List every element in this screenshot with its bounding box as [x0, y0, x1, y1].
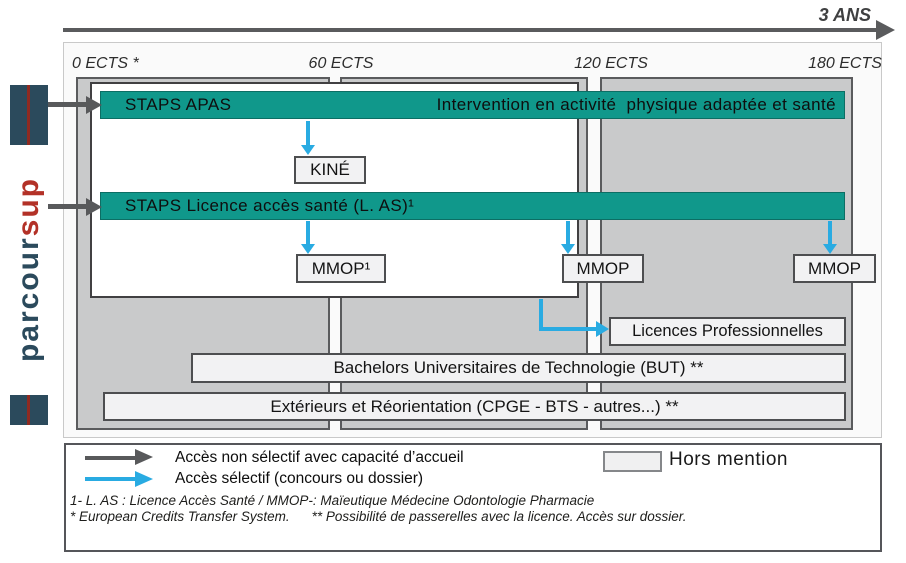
legend-blue-arrow-shaft	[85, 477, 137, 481]
kine-box: KINÉ	[294, 156, 366, 184]
footnote-2b: ** Possibilité de passerelles avec la li…	[311, 509, 687, 524]
arrow-to-kine-shaft	[306, 121, 310, 145]
arrow-to-licpro-vertical	[539, 299, 543, 331]
parcoursup-logo-text-area: parcoursup	[10, 145, 48, 395]
ects-label-180: 180 ECTS	[808, 55, 882, 72]
parcoursup-logo-red-line	[27, 395, 30, 425]
ects-label-0: 0 ECTS *	[72, 55, 139, 72]
footnote-2: * European Credits Transfer System. ** Po…	[70, 509, 687, 524]
parcoursup-logo-red-line	[27, 85, 30, 145]
arrow-to-licpro-head-icon	[596, 321, 609, 337]
ects-label-60: 60 ECTS	[308, 55, 374, 72]
entry-arrow-apas-head-icon	[86, 96, 102, 114]
ects-label-120: 120 ECTS	[574, 55, 648, 72]
staps-apas-bar: STAPS APAS Intervention en activité phys…	[100, 91, 845, 119]
parcoursup-wordmark: parcoursup	[12, 177, 45, 363]
arrow-to-mmop1-head-icon	[301, 244, 315, 254]
duration-label: 3 ANS	[818, 5, 871, 25]
arrow-to-mmop3-head-icon	[823, 244, 837, 254]
entry-arrow-apas-shaft	[44, 102, 88, 107]
parcoursup-logo: parcoursup	[10, 85, 48, 425]
exterieurs-box: Extérieurs et Réorientation (CPGE - BTS …	[103, 392, 846, 421]
footnote-2a: * European Credits Transfer System.	[70, 509, 290, 524]
hors-mention-swatch	[603, 451, 662, 472]
legend-gray-arrow-shaft	[85, 456, 137, 460]
staps-las-title: STAPS Licence accès santé (L. AS)¹	[125, 196, 415, 215]
staps-apas-description: Intervention en activité physique adapté…	[436, 95, 836, 114]
parcoursup-logo-bottom-block	[10, 395, 48, 425]
footnote-1: 1- L. AS : Licence Accès Santé / MMOP-: …	[70, 493, 595, 508]
entry-arrow-las-head-icon	[86, 198, 102, 216]
entry-arrow-las-shaft	[44, 204, 88, 209]
staps-apas-title: STAPS APAS	[125, 95, 232, 114]
hors-mention-label: Hors mention	[669, 449, 788, 470]
arrow-to-mmop3-shaft	[828, 221, 832, 244]
staps-las-bar: STAPS Licence accès santé (L. AS)¹	[100, 192, 845, 220]
legend-selectif-label: Accès sélectif (concours ou dossier)	[175, 470, 424, 487]
arrow-to-mmop1-shaft	[306, 221, 310, 244]
mmop3-box: MMOP	[793, 254, 876, 283]
parcoursup-wordmark-main: parcour	[12, 236, 45, 363]
parcoursup-wordmark-accent: sup	[12, 177, 45, 237]
arrow-to-mmop2-head-icon	[561, 244, 575, 254]
arrow-to-kine-head-icon	[301, 145, 315, 155]
timeline-arrow-head-icon	[876, 20, 895, 40]
but-box: Bachelors Universitaires de Technologie …	[191, 353, 846, 383]
arrow-to-licpro-horizontal	[539, 327, 596, 331]
mmop1-box: MMOP¹	[296, 254, 386, 283]
mmop2-box: MMOP	[562, 254, 644, 283]
legend-non-selectif-label: Accès non sélectif avec capacité d’accue…	[175, 449, 464, 466]
timeline-arrow-shaft	[63, 28, 877, 32]
legend-blue-arrow-head-icon	[135, 471, 153, 487]
legend-box	[64, 443, 882, 552]
parcoursup-logo-top-block	[10, 85, 48, 145]
arrow-to-mmop2-shaft	[566, 221, 570, 244]
legend-gray-arrow-head-icon	[135, 449, 153, 465]
licences-professionnelles-box: Licences Professionnelles	[609, 317, 846, 346]
